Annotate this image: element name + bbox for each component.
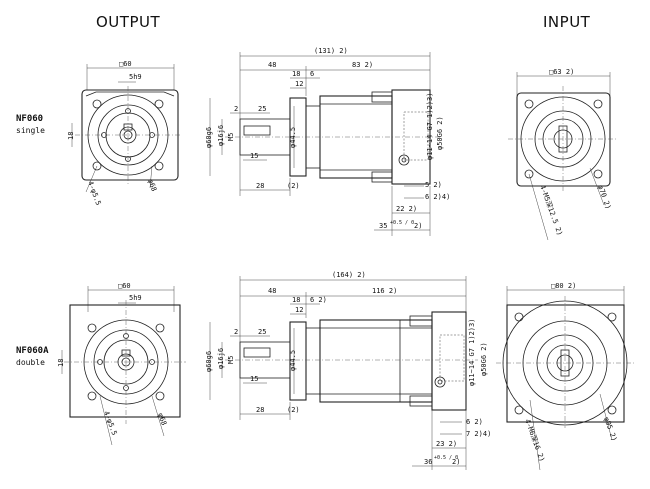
in2-square-dim: □80 2)	[551, 282, 576, 290]
out2-pcd-dim: φ68	[156, 412, 168, 427]
side2-dia16-dim: φ16j6	[217, 348, 225, 369]
side1-l48-dim: 48	[268, 61, 276, 69]
side2-l23-dim: 23 2)	[436, 440, 457, 448]
input-header: INPUT	[543, 13, 591, 31]
side1-dia50-dim: φ50G6 2)	[436, 116, 444, 150]
side1-dia445-dim: φ44.5	[289, 127, 297, 148]
in2-pcd-dim: φ95 2)	[602, 416, 618, 443]
out1-key-dim: 5h9	[129, 73, 142, 81]
output-front-view-nf060: □60 5h9 18 4-φ5.5 φ68	[67, 60, 182, 206]
side2-l18-dim: 18	[292, 296, 300, 304]
side1-m5-dim: M5	[227, 133, 235, 141]
side2-l36-note: 2)	[452, 458, 460, 466]
in1-square-dim: □63 2)	[549, 68, 574, 76]
side1-l18-dim: 18	[292, 70, 300, 78]
out2-key-dim: 5h9	[129, 294, 142, 302]
side2-total-dim: (164) 2)	[332, 271, 366, 279]
side2-dia50-dim: φ50G6 2)	[480, 342, 488, 376]
out2-d18-dim: 18	[57, 359, 65, 367]
side1-l5-dim: 5 2)	[425, 181, 442, 189]
output-front-view-nf060a: □60 5h9 18 4-φ5.5 φ68	[57, 282, 186, 446]
side1-l35-note: 2)	[414, 222, 422, 230]
side1-l12-dim: 12	[295, 80, 303, 88]
side2-l25-dim: 25	[258, 328, 266, 336]
model-variant-single: single	[16, 126, 45, 135]
out2-square-dim: □60	[118, 282, 131, 290]
out1-d18-dim: 18	[67, 132, 75, 140]
in1-holes-dim: 4-M5深12.5 2)	[538, 184, 565, 237]
side1-l35-tolerance: +0.5 / 0	[390, 220, 414, 226]
output-header: OUTPUT	[96, 13, 161, 31]
model-variant-double: double	[16, 358, 45, 367]
out1-holes-dim: 4-φ5.5	[86, 180, 102, 207]
side2-l2-dim: 2	[234, 328, 238, 336]
side-view-nf060a: (164) 2) 48 116 2) 18 6 2) 12 2 25 15	[205, 271, 491, 470]
side2-l36-tolerance: +0.5 / 0	[434, 455, 458, 461]
side1-total-dim: (131) 2)	[314, 47, 348, 55]
side1-l2-dim: 2	[234, 105, 238, 113]
side-view-nf060: (131) 2) 48 83 2) 18 6 12 2 25 15	[205, 47, 450, 236]
side2-p2-dim: (2)	[287, 406, 300, 414]
model-name-nf060a: NF060A	[16, 346, 49, 356]
side1-l25-dim: 25	[258, 105, 266, 113]
side2-dia60-dim: φ60g6	[205, 351, 213, 372]
out2-holes-dim: 4-φ5.5	[102, 410, 118, 437]
side1-l6-dim: 6	[310, 70, 314, 78]
side1-dia60-dim: φ60g6	[205, 127, 213, 148]
side2-dia445-dim: φ44.5	[289, 350, 297, 371]
out1-pcd-dim: φ68	[146, 178, 158, 193]
side1-l35-dim: 35	[379, 222, 387, 230]
side2-l36-dim: 36	[424, 458, 432, 466]
side2-l7-dim: 7 2)4)	[466, 430, 491, 438]
input-front-view-nf060a: □80 2) 4-M6深16 2) φ95 2)	[496, 282, 634, 471]
side2-l28-dim: 28	[256, 406, 264, 414]
in1-pcd-dim: φ70 2)	[596, 184, 612, 211]
side1-dia16-dim: φ16j6	[217, 125, 225, 146]
input-front-view-nf060: □63 2) 4-M5深12.5 2) φ70 2)	[508, 68, 618, 241]
side1-p2-dim: (2)	[287, 182, 300, 190]
side2-m5-dim: M5	[227, 356, 235, 364]
model-name-nf060: NF060	[16, 114, 44, 124]
side2-l6b-dim: 6 2)	[466, 418, 483, 426]
side1-l28-dim: 28	[256, 182, 264, 190]
in2-holes-dim: 4-M6深16 2)	[523, 418, 547, 463]
side1-bore-dim: φ11~14 G7 1)2)3)	[426, 93, 434, 160]
side2-l15-dim: 15	[250, 375, 258, 383]
side1-l6b-dim: 6 2)4)	[425, 193, 450, 201]
side2-l48-dim: 48	[268, 287, 276, 295]
side1-l15-dim: 15	[250, 152, 258, 160]
side1-l22-dim: 22 2)	[396, 205, 417, 213]
side2-l12-dim: 12	[295, 306, 303, 314]
side2-l116-dim: 116 2)	[372, 287, 397, 295]
out1-square-dim: □60	[119, 60, 132, 68]
side1-l83-dim: 83 2)	[352, 61, 373, 69]
side2-bore-dim: φ11~14 G7 1)2)3)	[468, 319, 476, 386]
side2-l6-dim: 6 2)	[310, 296, 327, 304]
